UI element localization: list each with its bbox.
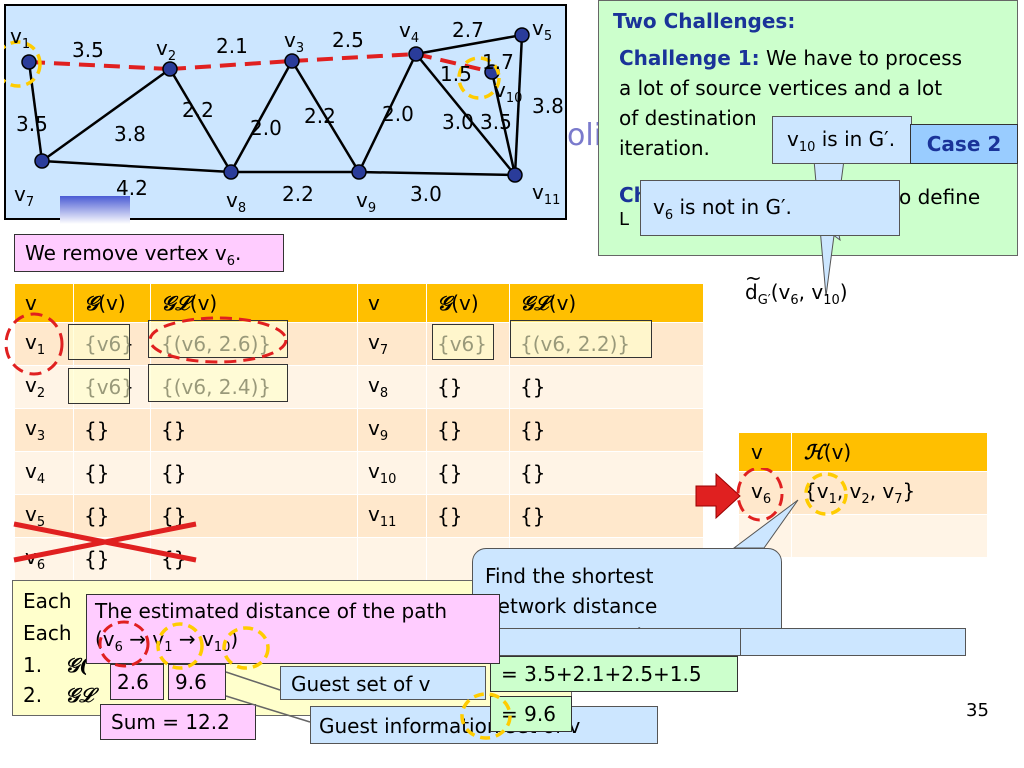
label-v4: v4 (399, 18, 420, 46)
weight: 1.7 (482, 50, 514, 74)
label-v3: v3 (284, 28, 305, 56)
callout-tail-3 (732, 499, 799, 549)
highlight-box (148, 320, 288, 358)
label-v9: v9 (356, 188, 377, 216)
col-g-2: 𝒢(v) (426, 283, 510, 323)
value-a: 2.6 (110, 664, 164, 700)
table-row: v6 {v1, v2, v7} (738, 471, 988, 515)
challenge1-text: Challenge 1: We have to process a lot of… (619, 46, 963, 160)
weight: 3.5 (72, 38, 104, 62)
sum-expression: = 3.5+2.1+2.5+1.5 (490, 656, 738, 692)
vertex-v7 (34, 153, 50, 169)
vertex-v1 (21, 54, 37, 70)
vertex-v2 (162, 61, 178, 77)
remove-vertex-note: We remove vertex v6. (14, 234, 284, 272)
weight: 3.8 (114, 122, 146, 146)
vertex-v5 (514, 27, 530, 43)
table-row: v5{}{} v11{}{} (14, 494, 704, 538)
weight: 2.2 (304, 104, 336, 128)
h-col-v: v (738, 432, 792, 472)
value-b: 9.6 (168, 664, 226, 700)
table-annotations (4, 312, 288, 563)
background-title-fragment: oli (567, 118, 603, 153)
title-bar-fragment (60, 196, 130, 224)
h-table: v ℋ(v) v6 {v1, v2, v7} (738, 432, 988, 558)
weight: 2.0 (250, 116, 282, 140)
highlight-box (432, 324, 494, 360)
sum-total: Sum = 12.2 (100, 704, 256, 740)
label-v10: v10 (494, 78, 523, 106)
highlight-v10 (457, 56, 501, 100)
weight: 3.5 (16, 112, 48, 136)
h-table-annotations (695, 468, 848, 522)
weight: 4.2 (116, 176, 148, 200)
label-v1: v1 (10, 24, 31, 52)
col-g: 𝒢(v) (73, 283, 151, 323)
highlight-box (510, 320, 652, 358)
label-v8: v8 (226, 188, 247, 216)
highlight-box (68, 324, 130, 360)
weight: 3.5 (480, 110, 512, 134)
highlight-v1 (4, 40, 42, 88)
vertex-v3 (284, 53, 300, 69)
callout-v10-in-g: v10 is in G′. (772, 116, 912, 164)
weight: 3.0 (442, 110, 474, 134)
guest-set-callout: Guest set of v (280, 666, 486, 700)
highlight-box (148, 364, 288, 402)
weight: 2.7 (452, 18, 484, 42)
label-v11: v11 (532, 180, 561, 208)
table-row: v4{}{} v10{}{} (14, 451, 704, 495)
distance-label: d~G′(v6, v10) (745, 266, 848, 308)
label-v2: v2 (156, 36, 177, 64)
weight: 2.2 (282, 182, 314, 206)
col-v-2: v (357, 283, 427, 323)
weight: 2.2 (182, 98, 214, 122)
weight: 1.5 (440, 62, 472, 86)
challenge2-line2: L (619, 209, 630, 230)
challenges-heading: Two Challenges: (613, 9, 796, 33)
vertex-v8 (223, 164, 239, 180)
weight: 2.5 (332, 28, 364, 52)
label-v5: v5 (532, 16, 553, 44)
guest-info-callout: Guest information set of v (310, 706, 658, 744)
callout-strip (486, 628, 742, 656)
vertex-v4 (408, 46, 424, 62)
estimated-distance-box: The estimated distance of the path (v6 →… (86, 594, 500, 664)
graph-panel: v1 v2 v3 v4 v5 v7 v8 v9 v10 v11 3.5 2.1 … (4, 4, 567, 220)
vertex-v11 (507, 167, 523, 183)
weight: 3.8 (532, 94, 564, 118)
graph-svg (4, 27, 530, 183)
col-gl-2: 𝒢ℒ(v) (509, 283, 704, 323)
label-v7: v7 (14, 182, 35, 210)
weight: 3.0 (410, 182, 442, 206)
sum-result: = 9.6 (490, 696, 572, 732)
challenge2-tail: o define (899, 185, 981, 209)
weight: 2.1 (216, 34, 248, 58)
arrow-icon (695, 472, 741, 520)
table-row: v3{}{} v9{}{} (14, 408, 704, 452)
slide-number: 35 (966, 700, 989, 721)
h-col-h: ℋ(v) (791, 432, 988, 472)
weight: 2.0 (382, 102, 414, 126)
callout-strip-2 (740, 628, 966, 656)
vertex-v9 (351, 164, 367, 180)
highlight-box (68, 368, 130, 404)
callout-v6-not-in-g: v6 is not in G′. (640, 180, 900, 236)
case2-badge: Case 2 (910, 124, 1018, 164)
